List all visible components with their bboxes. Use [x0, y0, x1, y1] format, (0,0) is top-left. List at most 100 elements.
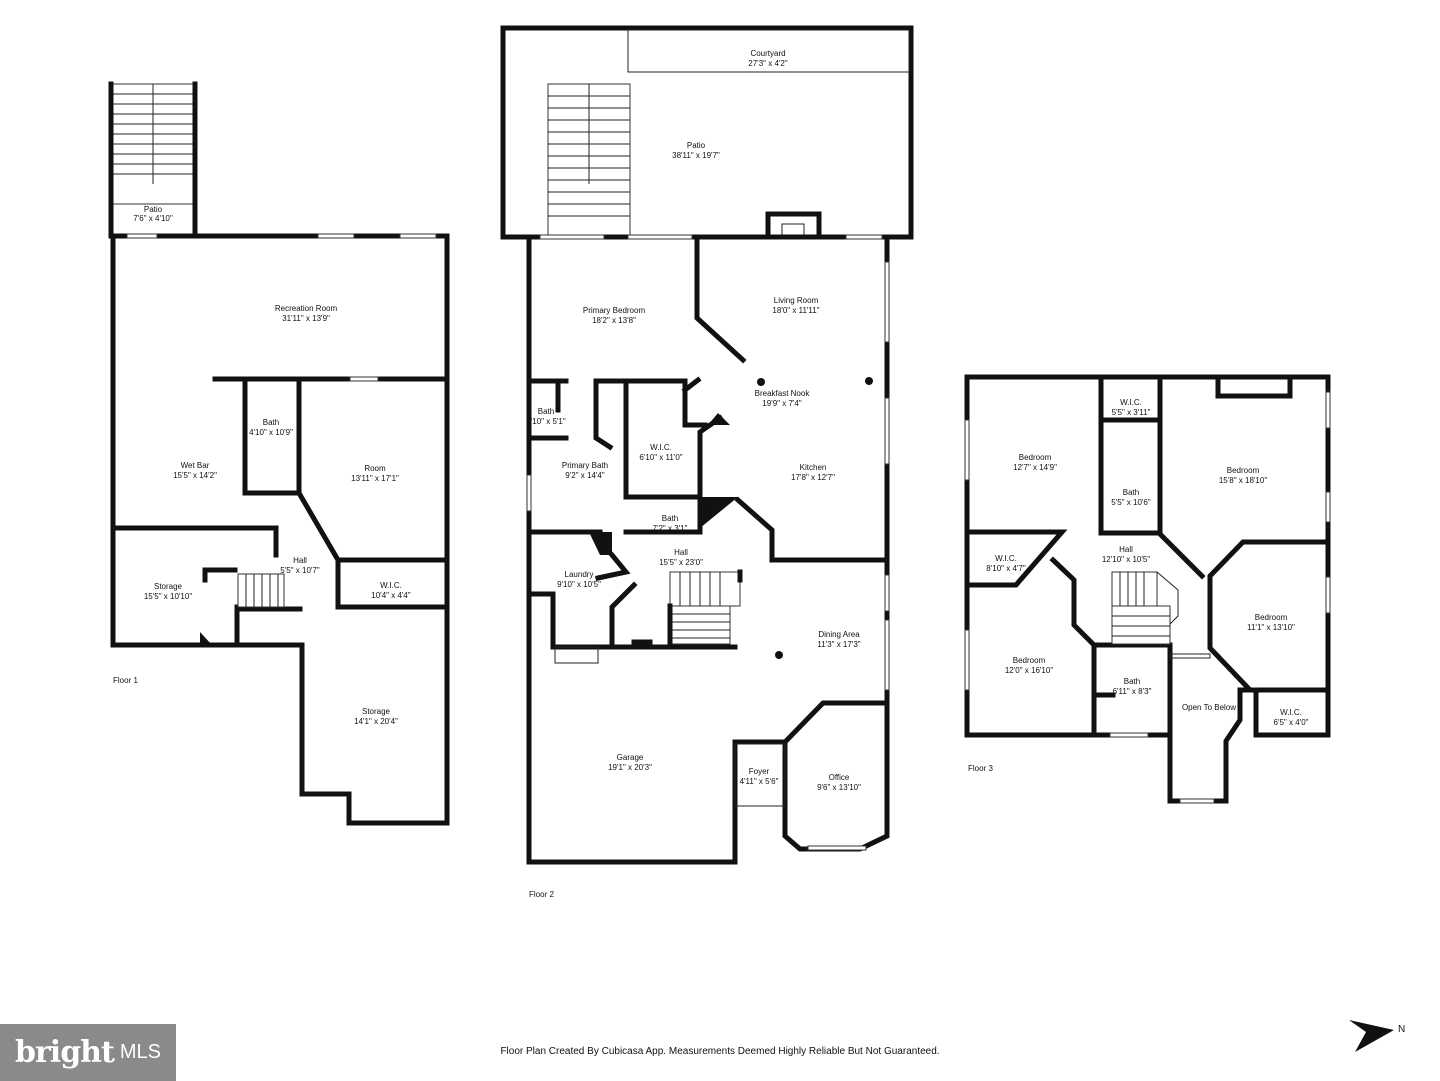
floor-2-plan — [500, 25, 914, 865]
compass-icon: N — [1349, 1020, 1405, 1052]
stair-treads — [548, 84, 630, 217]
room-dims: 19'1" x 20'3" — [608, 763, 652, 772]
room-dims: 18'0" x 11'11" — [772, 306, 819, 315]
room-dims: 11'1" x 13'10" — [1247, 623, 1295, 632]
room-name: Bath — [1123, 488, 1139, 497]
window — [884, 397, 890, 465]
window — [1109, 732, 1149, 738]
room-name: Recreation Room — [275, 304, 338, 313]
bright-mls-logo: bright MLS — [0, 1024, 176, 1081]
room-name: Bath — [263, 418, 279, 427]
room-name: Bath — [1124, 677, 1140, 686]
room-dims: 12'0" x 16'10" — [1005, 666, 1053, 675]
room-name: Living Room — [774, 296, 819, 305]
room-name: Breakfast Nook — [755, 389, 811, 398]
room-name: W.I.C. — [995, 554, 1017, 563]
floor-3-plan — [964, 374, 1331, 804]
column — [865, 377, 873, 385]
wall — [667, 569, 743, 647]
room-dims: 13'11" x 17'1" — [351, 474, 399, 483]
window — [526, 474, 532, 512]
room-dims: 8'10" x 4'7" — [986, 564, 1026, 573]
room-name: Primary Bedroom — [583, 306, 646, 315]
room-dims: 6'10" x 11'0" — [639, 453, 682, 462]
room-name: Bedroom — [1019, 453, 1052, 462]
room-name: W.I.C. — [1120, 398, 1142, 407]
room-dims: 7'6" x 4'10" — [133, 214, 173, 223]
room-name: Foyer — [749, 767, 770, 776]
office-walls — [782, 557, 890, 852]
logo-mls: MLS — [119, 1041, 161, 1063]
window — [1325, 576, 1331, 614]
room-name: Storage — [154, 582, 183, 591]
room-name: Office — [829, 773, 850, 782]
room-dims: 9'6" x 13'10" — [817, 783, 861, 792]
foyer-outline — [734, 743, 786, 807]
room-dims: 15'5" x 10'10" — [144, 592, 192, 601]
window — [1179, 798, 1215, 804]
window — [126, 233, 158, 239]
wall — [526, 551, 638, 645]
room-dims: 12'7" x 14'9" — [1013, 463, 1057, 472]
floor-2-outer-wall — [500, 234, 914, 865]
floor-3-outer-wall — [964, 374, 1331, 738]
courtyard-outline — [627, 29, 910, 73]
wall — [200, 632, 212, 645]
floor-3-outer-wall — [964, 374, 1259, 804]
room-dims: 10'4" x 4'4" — [371, 591, 411, 600]
room-dims: 9'10" x 10'5" — [557, 580, 601, 589]
room-dims: 15'5" x 23'0" — [659, 558, 703, 567]
floor-1-outer-wall — [110, 233, 450, 826]
room-dims: 9'2" x 14'4" — [565, 471, 605, 480]
window — [884, 574, 890, 612]
laundry-counter — [554, 646, 599, 664]
room-name: Storage — [362, 707, 391, 716]
window — [845, 234, 883, 240]
floor-1-plan — [108, 81, 450, 826]
room-dims: 7'2" x 3'1" — [653, 524, 688, 533]
patio-walls — [108, 81, 198, 239]
room-dims: 6'5" x 4'0" — [1274, 718, 1309, 727]
room-name: Patio — [144, 205, 163, 214]
wall — [700, 497, 738, 528]
wall — [242, 378, 302, 496]
wall — [589, 532, 612, 555]
room-dims: 19'9" x 7'4" — [762, 399, 802, 408]
room-name: Hall — [674, 548, 688, 557]
room-name: Laundry — [565, 570, 594, 579]
stairs — [237, 573, 285, 608]
window — [884, 261, 890, 343]
room-dims: 5'5" x 10'7" — [280, 566, 320, 575]
wall — [202, 567, 303, 648]
window — [964, 629, 970, 691]
room-dims: 31'11" x 13'9" — [282, 314, 330, 323]
room-name: Open To Below — [1182, 703, 1236, 712]
wall — [1091, 642, 1116, 738]
room-dims: 5'5" x 10'6" — [1111, 498, 1151, 507]
disclaimer-text: Floor Plan Created By Cubicasa App. Meas… — [500, 1046, 939, 1057]
room-name: Bedroom — [1013, 656, 1046, 665]
rail — [1169, 653, 1211, 659]
window — [1325, 391, 1331, 429]
wall — [697, 414, 724, 500]
floor-label: Floor 2 — [529, 890, 554, 899]
floor-label: Floor 1 — [113, 676, 138, 685]
room-dims: 38'11" x 19'7" — [672, 151, 720, 160]
window — [807, 845, 867, 851]
room-name: Courtyard — [750, 49, 785, 58]
window — [884, 619, 890, 691]
room-dims: 6'11" x 8'3" — [1113, 687, 1152, 696]
room-dims: 15'5" x 14'2" — [173, 471, 217, 480]
room-name: Kitchen — [800, 463, 827, 472]
room-dims: 4'10" x 10'9" — [249, 428, 293, 437]
window — [1325, 491, 1331, 523]
room-name: Patio — [687, 141, 706, 150]
room-dims: 11'3" x 17'3" — [817, 640, 860, 649]
window — [964, 419, 970, 481]
room-name: W.I.C. — [650, 443, 672, 452]
room-name: Room — [364, 464, 386, 473]
compass-north-label: N — [1398, 1024, 1405, 1035]
room-name: Wet Bar — [181, 461, 210, 470]
fireplace — [765, 211, 822, 240]
